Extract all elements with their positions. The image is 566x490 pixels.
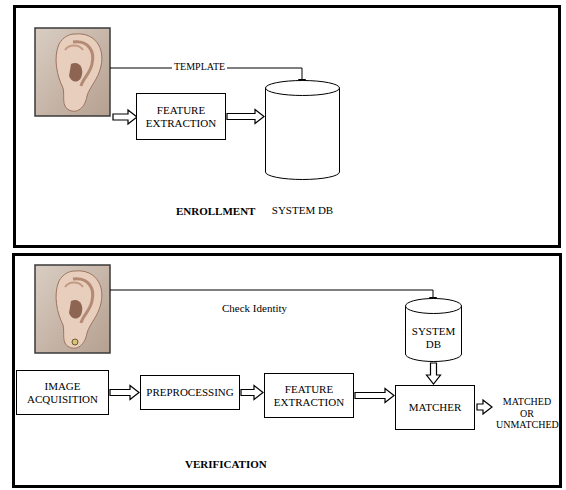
cylinder-top <box>406 299 462 314</box>
process-box: FEATURE EXTRACTION <box>136 93 226 140</box>
block-arrow <box>427 363 441 384</box>
box-label: IMAGE ACQUISITION <box>17 380 108 405</box>
database-label: SYSTEM DB <box>272 204 333 217</box>
cylinder-outline <box>265 80 340 180</box>
ear-photo <box>35 28 110 116</box>
earring <box>72 339 78 345</box>
database-cylinder: SYSTEM DB <box>265 80 340 180</box>
check-identity-line <box>110 290 433 297</box>
ear-photo <box>35 265 110 353</box>
panel-title: ENROLLMENT <box>176 205 255 218</box>
block-arrow <box>477 400 492 414</box>
block-arrow <box>113 110 137 124</box>
database-label: SYSTEM DB <box>405 325 462 350</box>
box-label: FEATURE EXTRACTION <box>137 104 225 129</box>
line-label: TEMPLATE <box>172 61 227 73</box>
database-cylinder: SYSTEM DB <box>405 298 462 362</box>
process-box: PREPROCESSING <box>140 375 240 410</box>
box-label: MATCHER <box>409 401 462 414</box>
line-label: Check Identity <box>222 302 287 315</box>
cylinder-top <box>266 81 340 96</box>
box-label: FEATURE EXTRACTION <box>265 383 353 408</box>
block-arrow <box>110 386 139 400</box>
box-label: PREPROCESSING <box>146 386 233 399</box>
block-arrow <box>241 386 263 400</box>
block-arrow <box>355 389 394 403</box>
stage-panel: ENROLLMENT FEATURE EXTRACTION SYSTEM DB <box>13 5 561 248</box>
process-box: IMAGE ACQUISITION <box>16 370 109 415</box>
stage-panel: VERIFICATION SYSTEM DB IMAGE ACQUISITION PR… <box>12 253 562 488</box>
cylinder-body <box>266 88 340 180</box>
panel-title: VERIFICATION <box>185 458 267 471</box>
block-arrow <box>227 110 264 124</box>
process-box: FEATURE EXTRACTION <box>264 373 354 418</box>
cylinder-body <box>406 306 462 362</box>
process-box: MATCHER <box>395 385 475 430</box>
result-label: MATCHED OR UNMATCHED <box>496 396 558 431</box>
